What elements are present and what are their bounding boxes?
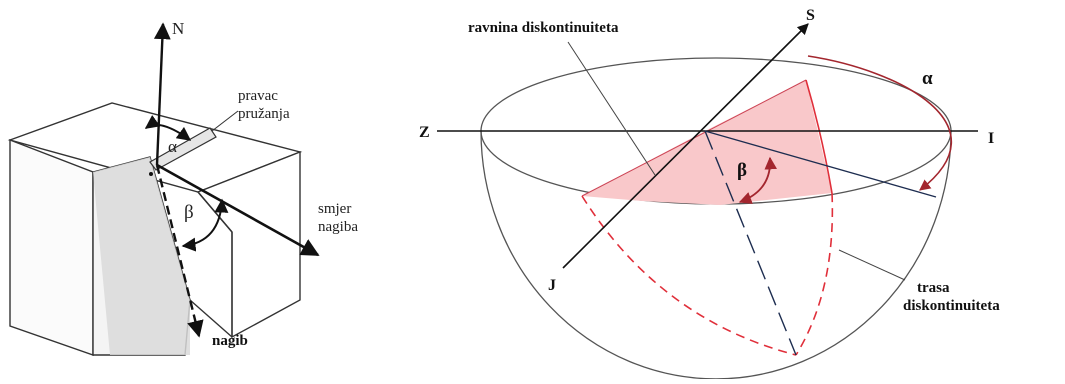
strike-leader	[211, 110, 239, 132]
strike-label-line1: pravac	[238, 88, 278, 104]
dip-label: nagib	[212, 333, 248, 349]
north-label: N	[172, 19, 184, 38]
axis-south-north	[562, 23, 809, 269]
plane-label-leader	[567, 41, 656, 176]
plane-label: ravnina diskontinuiteta	[468, 20, 619, 36]
south-label: J	[548, 277, 556, 294]
left-block-diagram: N α β pravac pružanja smjer nagiba nagib	[7, 19, 358, 356]
trace-label: trasa diskontinuiteta	[903, 280, 1000, 314]
beta-angle-arc	[181, 198, 229, 252]
alpha-angle-arc-right	[807, 55, 953, 191]
trace-dashed-left	[581, 195, 797, 356]
right-hemisphere-diagram: α β ravnina diskontinuiteta S J Z I tras…	[419, 7, 1000, 380]
west-label: Z	[419, 124, 430, 141]
dip-line	[704, 130, 797, 356]
beta-label-right: β	[737, 160, 747, 181]
dip-direction-line	[704, 130, 937, 198]
discontinuity-plane	[582, 80, 832, 205]
discontinuity-plane-shaded	[93, 157, 190, 355]
dip-direction-label-line1: smjer	[318, 201, 351, 217]
alpha-angle-arc	[144, 114, 192, 141]
trace-dashed-right	[795, 192, 834, 356]
north-arrow	[153, 22, 171, 166]
dip-direction-arrow	[156, 163, 320, 257]
block-left-front-face	[9, 138, 94, 356]
dip-direction-label: smjer nagiba	[318, 201, 358, 235]
block-edge	[189, 299, 233, 338]
dip-direction-label-line2: nagiba	[318, 219, 358, 235]
dip-arrow	[155, 164, 204, 338]
alpha-label-right: α	[922, 68, 933, 89]
beta-label-left: β	[184, 202, 194, 223]
trace-label-line2: diskontinuiteta	[903, 298, 1000, 314]
strike-label-line2: pružanja	[238, 106, 290, 122]
north-label-right: S	[806, 7, 815, 24]
east-label: I	[988, 130, 994, 147]
strike-label: pravac pružanja	[238, 88, 290, 122]
alpha-label-left: α	[168, 137, 177, 156]
beta-angle-arc-right	[738, 156, 777, 204]
trace-label-line1: trasa	[917, 280, 950, 296]
trace-label-leader	[838, 249, 906, 281]
right-angle-dot	[149, 172, 153, 176]
trace-solid	[805, 79, 833, 194]
